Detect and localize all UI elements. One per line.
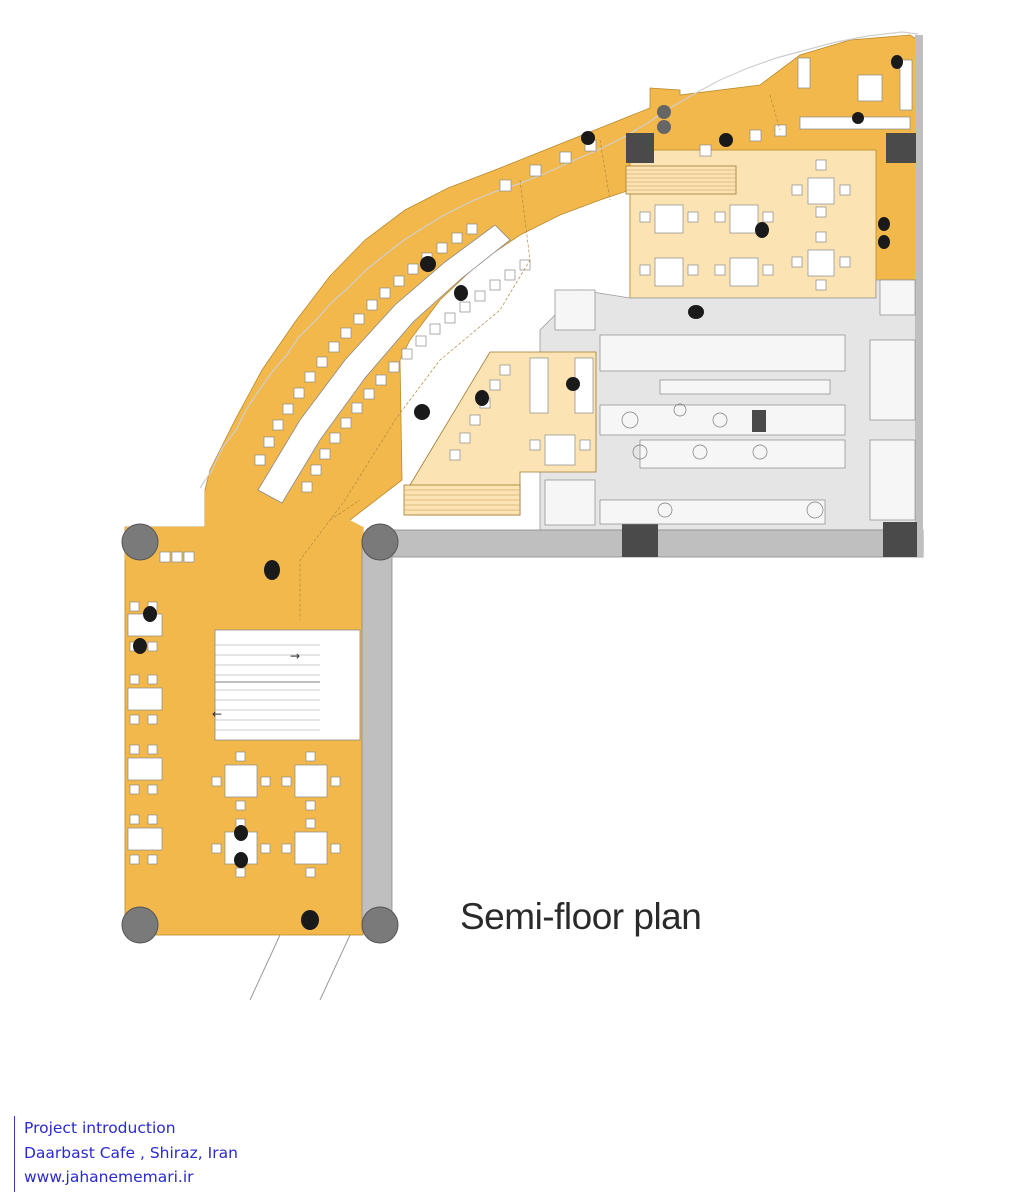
- main-stair-treads: [215, 644, 320, 731]
- kitchen-equipment: [544, 279, 916, 526]
- plan-title: Semi-floor plan: [460, 896, 702, 937]
- entrance-line: [249, 934, 281, 1000]
- sink: [752, 410, 766, 432]
- lower-wing-tables: [127, 551, 341, 878]
- upper-stair-treads: [626, 169, 736, 191]
- dark-block: [626, 133, 654, 163]
- vertical-beam: [361, 539, 393, 931]
- upper-dining-tables: [639, 159, 851, 291]
- planter: [657, 120, 671, 134]
- entrance-line: [319, 934, 351, 1000]
- kitchen-burners: [621, 403, 824, 519]
- duct-outlines: [299, 94, 781, 620]
- right-wall: [915, 35, 923, 557]
- credits-block: Project introduction Daarbast Cafe , Shi…: [14, 1116, 238, 1192]
- planter: [657, 105, 671, 119]
- stair-arrow: →: [290, 649, 300, 663]
- dark-block: [622, 522, 658, 557]
- connector-floor: [125, 490, 363, 560]
- dark-block: [883, 522, 917, 557]
- main-stair: [214, 629, 361, 741]
- service-room-fixtures: [449, 357, 594, 466]
- stair-arrow: ←: [212, 707, 222, 721]
- facade-glazing: [199, 31, 919, 489]
- people-figures: [133, 55, 903, 930]
- dark-block: [886, 133, 916, 163]
- upper-stair: [625, 165, 737, 195]
- column: [121, 523, 159, 561]
- lower-stair-treads: [404, 489, 520, 511]
- credit-project-intro: Project introduction: [24, 1119, 176, 1137]
- bar-counter-outer: [257, 224, 511, 504]
- credit-website-link[interactable]: www.jahanememari.ir: [24, 1168, 194, 1186]
- floor-plan-drawing: → ←: [121, 31, 924, 1000]
- bar-stools: [254, 223, 531, 493]
- column: [121, 906, 159, 944]
- column: [361, 523, 399, 561]
- credit-project-name: Daarbast Cafe , Shiraz, Iran: [24, 1143, 238, 1162]
- column: [361, 906, 399, 944]
- window-seats: [499, 124, 787, 192]
